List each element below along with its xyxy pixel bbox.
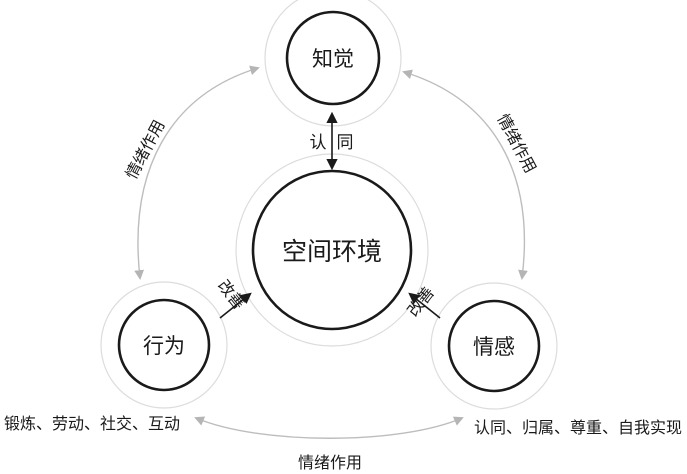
improve-arrow-left (219, 292, 252, 319)
node-perception-label: 知觉 (312, 47, 354, 71)
node-emotion-label: 情感 (473, 335, 515, 359)
behavior-examples: 锻炼、劳动、社交、互动 (4, 414, 180, 433)
node-behavior: 行为 (100, 281, 228, 409)
emotion-effect-label-left: 情绪作用 (122, 117, 169, 182)
identify-label-left: 认 (310, 133, 327, 153)
cycle-arrow-bottom (194, 416, 464, 439)
emotion-examples: 认同、归属、尊重、自我实现 (474, 418, 682, 437)
identify-label-right: 同 (337, 133, 354, 153)
node-space: 空间环境 (235, 153, 429, 347)
improve-arrow-right (408, 292, 441, 319)
emotion-effect-label-bottom: 情绪作用 (298, 453, 362, 472)
node-space-label: 空间环境 (282, 237, 382, 266)
node-emotion: 情感 (430, 282, 558, 410)
node-perception: 知觉 (264, 0, 402, 127)
cycle-arrow-left (134, 65, 260, 280)
cycle-arrow-right (402, 69, 528, 280)
node-behavior-label: 行为 (143, 334, 185, 358)
